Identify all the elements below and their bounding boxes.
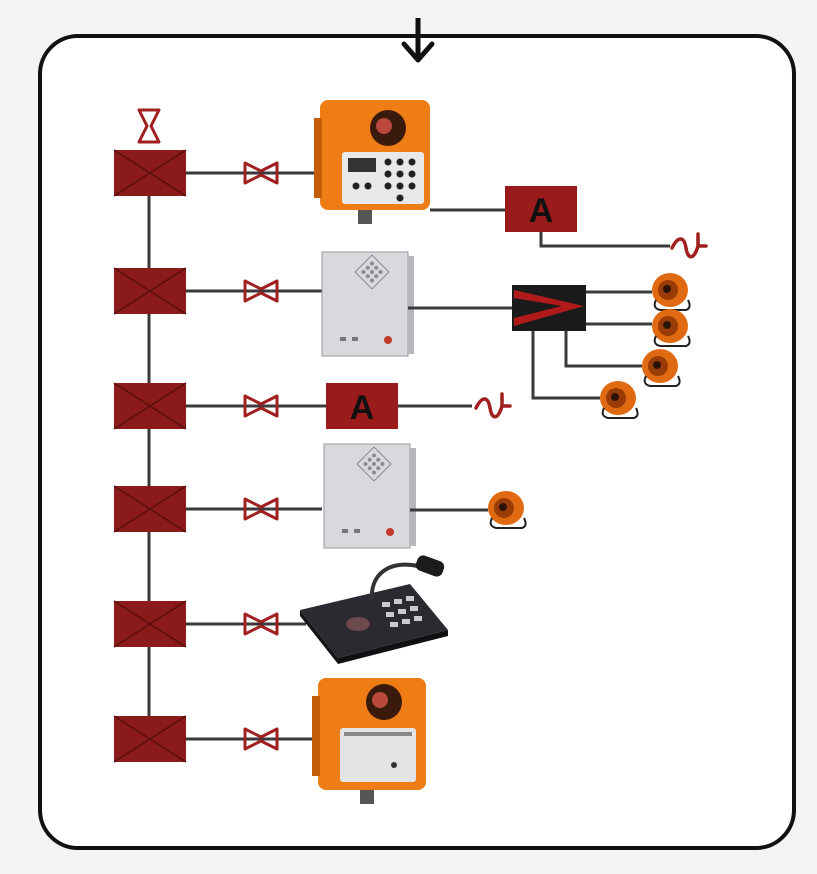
amplifier-icon: A (505, 186, 577, 232)
junction-box-icon (113, 485, 187, 533)
amplifier-label: A (350, 389, 375, 427)
wall-intercom-panel-icon (321, 251, 414, 357)
wall-intercom-panel-icon (323, 443, 416, 549)
amplifier-label: A (529, 192, 554, 230)
down-arrow-icon (401, 18, 435, 63)
explosion-proof-speaker-phone-icon (312, 678, 426, 804)
signal-line (531, 331, 600, 400)
junction-box-icon (113, 715, 187, 763)
junction-box-icon (113, 382, 187, 430)
distributor-icon (512, 285, 586, 331)
junction-box-icon (113, 600, 187, 648)
amplifier-icon: A (326, 383, 398, 429)
junction-box-icon (113, 149, 187, 197)
signal-line (539, 232, 670, 248)
explosion-proof-keypad-phone-icon (314, 100, 430, 224)
junction-box-icon (113, 267, 187, 315)
signal-line (564, 331, 642, 368)
desktop-microphone-console-icon (300, 555, 448, 664)
